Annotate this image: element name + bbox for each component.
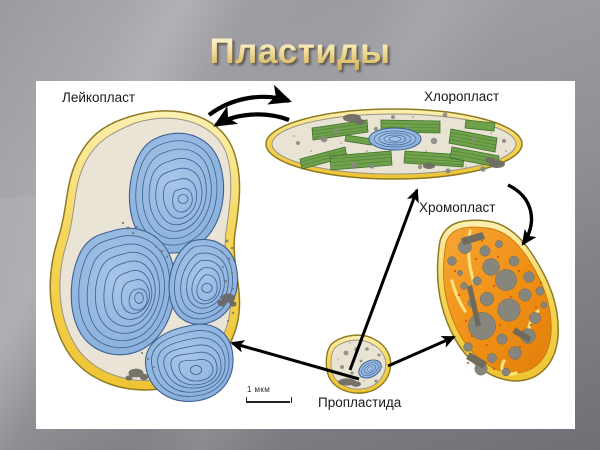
plastoglobule-cluster [338,378,361,387]
label-proplastid: Пропластида [318,395,402,410]
scale-bar-label: 1 мкм [247,385,271,394]
arrow-leucoplast-to-chloroplast [207,84,292,117]
plastoglobule-cluster [125,293,237,381]
scale-bar: 1 мкм [246,385,298,403]
chloroplast-organelle [265,108,523,180]
arrow-proplastid-to-chloroplast [348,188,419,371]
starch-grain [144,323,234,402]
chromoplast-organelle [436,219,559,382]
lipid-globules [447,240,548,377]
scale-bar-line [246,396,298,403]
starch-grain [70,227,176,356]
crystal-bodies [460,231,532,369]
leucoplast-organelle [49,110,241,402]
arrow-chloroplast-to-leucoplast [213,106,290,127]
arrow-chloroplast-to-chromoplast [507,183,537,246]
label-chloroplast: Хлоропласт [424,89,500,104]
stroma-speckles [293,116,507,168]
carotenoid-speckles [453,239,543,371]
plastid-diagram [36,81,575,429]
label-chromoplast: Хромопласт [419,200,496,215]
plastoglobules [296,112,506,174]
proplastid-organelle [325,334,392,394]
starch-grain [358,359,382,379]
page-title: Пластиды [0,32,600,72]
arrow-proplastid-to-leucoplast [230,340,360,381]
label-leucoplast: Лейкопласт [62,90,136,105]
plastoglobule-cluster [343,114,505,169]
arrow-proplastid-to-chromoplast [387,335,456,368]
starch-grain [368,127,422,151]
stroma-granules [121,221,235,368]
figure-panel: Лейкопласт Хлоропласт Хромопласт Проплас… [36,81,575,429]
